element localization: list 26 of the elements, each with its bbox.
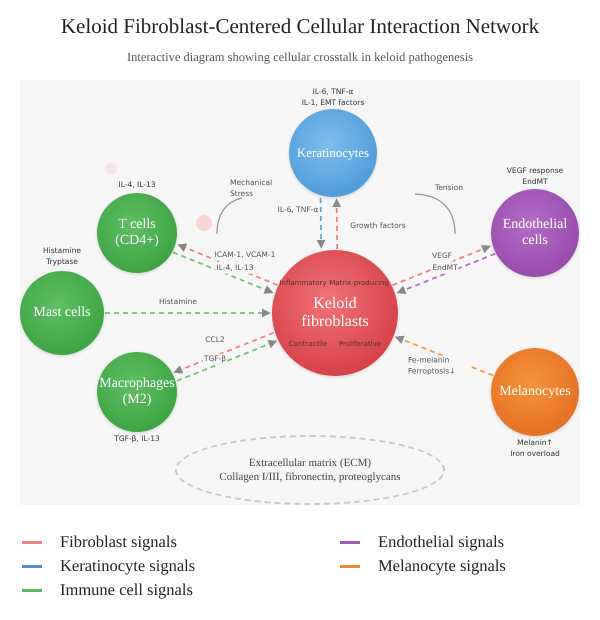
matrix-ellipse [175,435,445,505]
legend-label: Endothelial signals [378,532,504,552]
diagram-subtitle: Interactive diagram showing cellular crosstalk in keloid pathogenesis [126,50,474,65]
cell-label: Keratinocytes [296,146,370,160]
legend-label: Melanocyte signals [378,556,506,576]
diagram-title: Keloid Fibroblast-Centered Cellular Interaction Network [60,14,540,39]
signal-arrow [105,308,271,318]
cell-label: T cells (CD4+) [114,216,160,250]
cell-circle [97,193,177,273]
cell-label: Endothelial cells [502,216,568,250]
matrix-label: Collagen I/III, fibronectin, proteoglycans [219,470,401,484]
cell-label: Melanocytes [499,384,571,400]
cell-label: Macrophages (M2) [98,376,176,408]
signal-arrow [396,252,496,294]
legend-label: Immune cell signals [60,580,193,600]
cell-circle [97,352,177,432]
signal-arrow [332,198,342,250]
cell-label: Keloid fibroblasts [300,294,370,332]
legend-label: Fibroblast signals [60,532,177,552]
matrix-label: Extracellular matrix (ECM) [248,456,372,470]
signal-arrow [176,340,278,382]
signal-arrow [316,198,326,249]
cell-label: Mast cells [33,304,91,322]
signal-arrow [173,332,274,374]
signal-arrow [172,252,274,294]
legend-label: Keratinocyte signals [60,556,196,576]
